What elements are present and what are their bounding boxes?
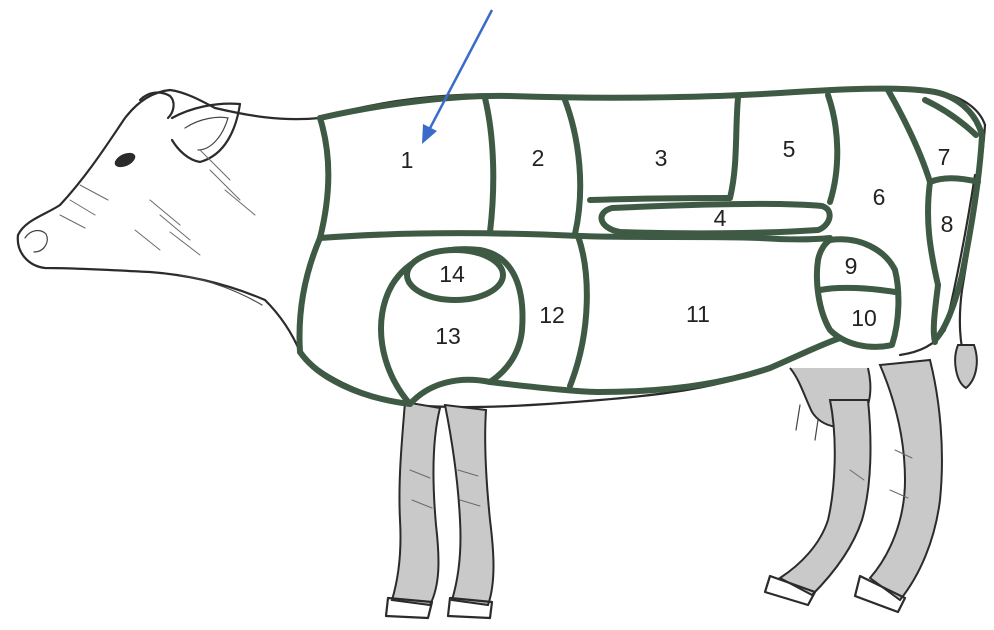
region-label-3: 3 bbox=[655, 145, 668, 171]
cow-neck-fold bbox=[180, 275, 262, 305]
cut-5-6 bbox=[828, 95, 837, 202]
pointer-arrow-shaft bbox=[428, 10, 492, 132]
cow-tail-tuft bbox=[955, 345, 977, 388]
cut-front-leg bbox=[300, 238, 320, 352]
cut-1-2 bbox=[485, 98, 493, 232]
cut-3-bottom bbox=[590, 198, 730, 200]
cut-outer-boundary bbox=[300, 89, 982, 404]
cut-7-8 bbox=[930, 178, 978, 182]
cut-7-inner bbox=[925, 100, 976, 135]
region-label-11: 11 bbox=[686, 301, 710, 327]
region-label-10: 10 bbox=[851, 305, 877, 331]
cow-front-leg-left bbox=[392, 402, 440, 605]
pointer-arrow bbox=[422, 10, 492, 144]
cow-front-leg-right bbox=[445, 405, 494, 605]
cow-face-hatch bbox=[60, 150, 255, 255]
cow-rear-leg-right bbox=[870, 360, 942, 600]
cow-head bbox=[18, 90, 320, 352]
region-labels: 1 2 3 4 5 6 7 8 9 10 11 12 13 14 bbox=[401, 136, 954, 349]
region-label-5: 5 bbox=[783, 136, 796, 162]
region-label-7: 7 bbox=[938, 144, 951, 170]
region-label-9: 9 bbox=[845, 253, 858, 279]
region-label-4: 4 bbox=[714, 205, 727, 231]
cut-2-3 bbox=[565, 100, 580, 234]
cow-horn bbox=[140, 93, 174, 118]
region-label-1: 1 bbox=[401, 147, 414, 173]
cut-3-5 bbox=[730, 98, 738, 198]
region-label-8: 8 bbox=[941, 211, 954, 237]
cow-rear-leg-left bbox=[780, 400, 870, 595]
cut-1 bbox=[320, 118, 328, 238]
region-label-13: 13 bbox=[435, 323, 461, 349]
cow-outline bbox=[18, 88, 985, 618]
cut-lines bbox=[300, 89, 982, 404]
cut-8 bbox=[928, 182, 938, 285]
region-label-14: 14 bbox=[439, 261, 465, 287]
region-label-12: 12 bbox=[539, 302, 565, 328]
region-label-2: 2 bbox=[532, 145, 545, 171]
cow-ear-inner bbox=[185, 117, 228, 150]
cow-back bbox=[320, 88, 985, 125]
region-label-6: 6 bbox=[873, 184, 886, 210]
cut-11-12 bbox=[570, 236, 587, 386]
cut-6-7 bbox=[888, 90, 930, 182]
cow-eye bbox=[112, 150, 137, 170]
cow-nose bbox=[25, 231, 47, 252]
